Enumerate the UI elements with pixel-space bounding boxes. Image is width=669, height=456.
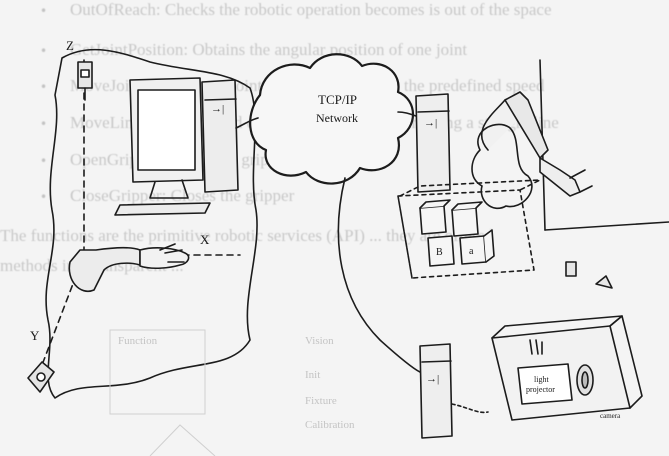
axis-z-label: Z — [66, 38, 74, 53]
projector-label-1: light — [534, 375, 549, 384]
camera-server-label: →| — [426, 373, 439, 385]
cube-stack — [420, 200, 494, 266]
axis-x-label: X — [200, 232, 210, 247]
robot-server — [416, 94, 450, 192]
operator-monitor — [115, 78, 210, 215]
cube-a-label: a — [469, 246, 474, 257]
robot-server-label: →| — [424, 117, 437, 129]
camera-box — [492, 316, 642, 420]
faint-row-2: Fixture — [305, 395, 337, 407]
link-network-camera — [338, 178, 420, 372]
tracker-device — [78, 62, 92, 100]
operator-computer — [202, 80, 238, 192]
workspace-floor — [545, 222, 669, 230]
axis-y-label: Y — [30, 328, 40, 343]
faint-table: Function Vision Init Fixture Calibration — [110, 330, 355, 456]
link-camera-server — [452, 404, 488, 412]
operator-computer-label: →| — [211, 103, 224, 115]
floor-objects — [566, 262, 612, 288]
camera-label: camera — [600, 412, 621, 420]
faint-row-1: Init — [305, 369, 320, 381]
projector-unit — [518, 364, 572, 404]
network-label-1: TCP/IP — [318, 92, 357, 107]
faint-col-2: Vision — [305, 335, 334, 347]
cube-b-label: B — [436, 247, 443, 258]
projector-label-2: projector — [526, 385, 555, 394]
network-label-2: Network — [316, 111, 358, 125]
faint-col-1: Function — [118, 335, 158, 347]
faint-row-3: Calibration — [305, 419, 355, 431]
operator-arm — [69, 244, 188, 291]
camera-server — [420, 344, 452, 438]
